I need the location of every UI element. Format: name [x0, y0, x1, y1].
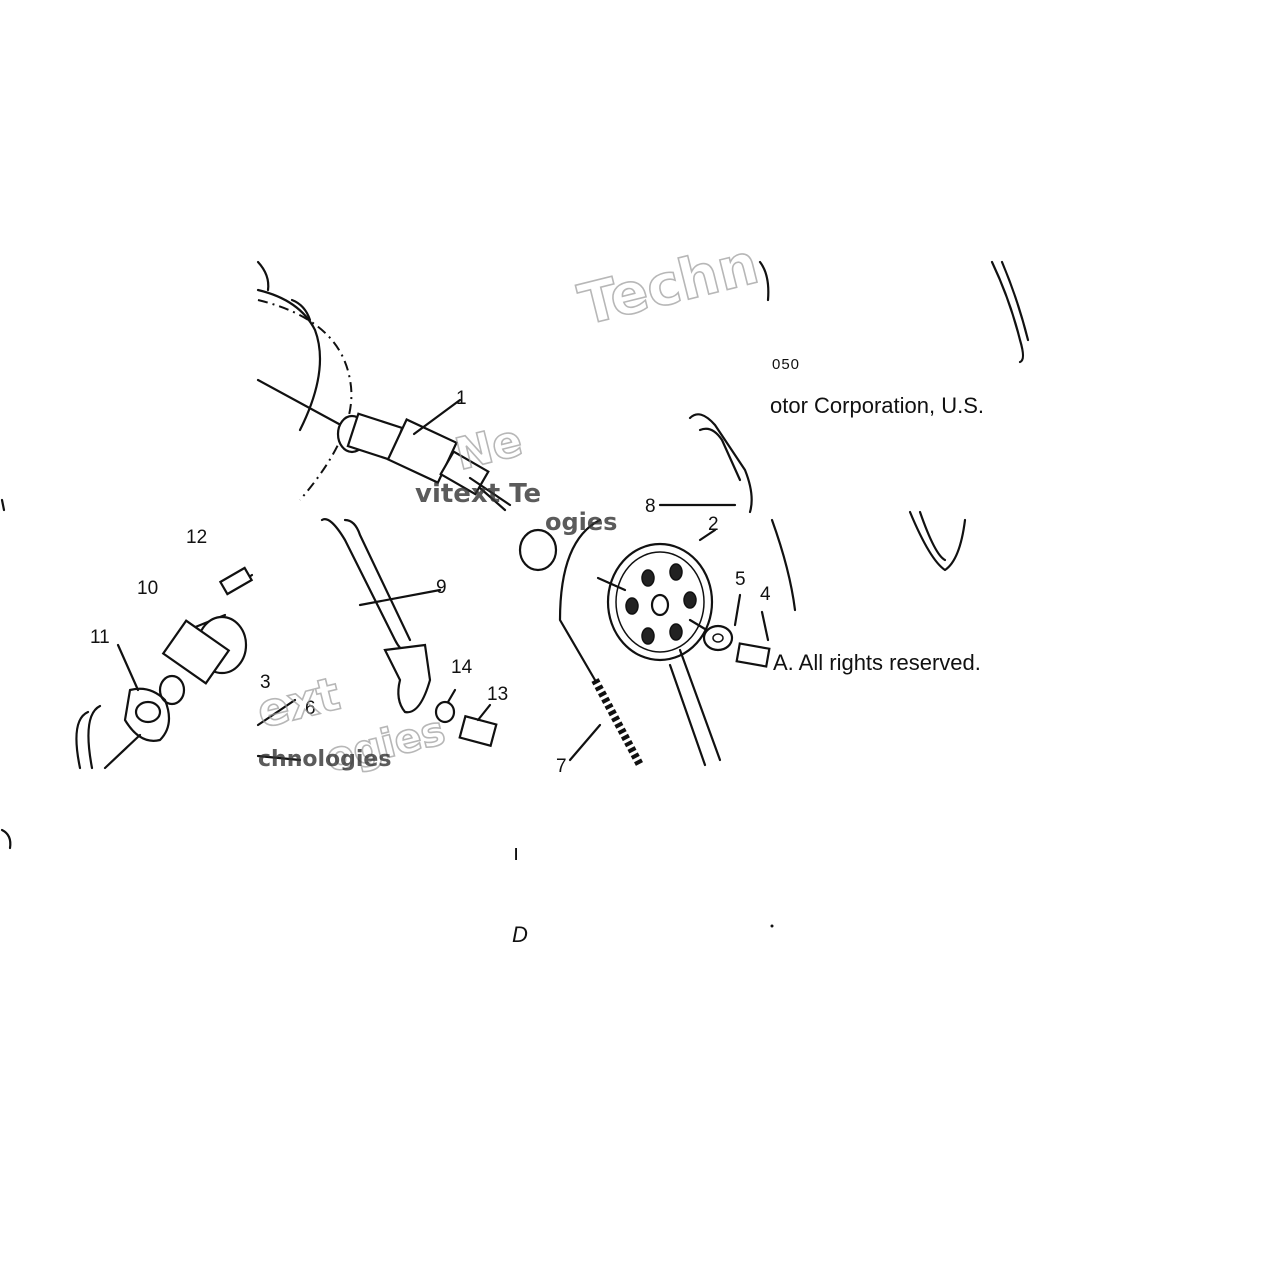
callout-9: 9	[436, 577, 447, 598]
watermark-ne: Ne	[450, 415, 527, 481]
callout-5: 5	[735, 569, 746, 590]
callout-11: 11	[90, 627, 110, 648]
cam-chain	[558, 518, 722, 767]
watermark-techn: Techn	[573, 232, 765, 339]
callout-7: 7	[556, 756, 567, 777]
watermark-chnologies: chnologies	[258, 747, 391, 772]
stray-mark-d: D	[512, 922, 528, 947]
callout-10: 10	[137, 578, 158, 599]
callout-14: 14	[451, 657, 473, 678]
tile-tensioner-body	[75, 566, 254, 770]
copyright-line-2: A. All rights reserved.	[773, 650, 981, 675]
callout-4: 4	[760, 584, 771, 605]
callout-12: 12	[186, 527, 207, 548]
tile-engine-case	[256, 260, 353, 501]
copyright-line-1: otor Corporation, U.S.	[770, 393, 984, 418]
callout-6: 6	[305, 698, 316, 719]
tile-chain-guide-upper	[658, 260, 1030, 572]
callout-2: 2	[708, 514, 719, 535]
callout-8: 8	[645, 496, 656, 517]
washer-and-bolt	[702, 518, 797, 668]
watermark-ogies-top: ogies	[545, 508, 617, 536]
diagram-code-fragment: 050	[772, 356, 800, 373]
cam-chain-tensioner-assembly	[336, 398, 512, 512]
stray-mark-tick: ı	[513, 840, 519, 865]
callout-13: 13	[487, 684, 508, 705]
callout-1: 1	[456, 388, 467, 409]
callout-3: 3	[260, 672, 271, 693]
watermark-vitext: vitext Te	[415, 479, 541, 509]
cam-sprocket	[518, 528, 717, 662]
tile-guide-lower	[256, 518, 498, 762]
